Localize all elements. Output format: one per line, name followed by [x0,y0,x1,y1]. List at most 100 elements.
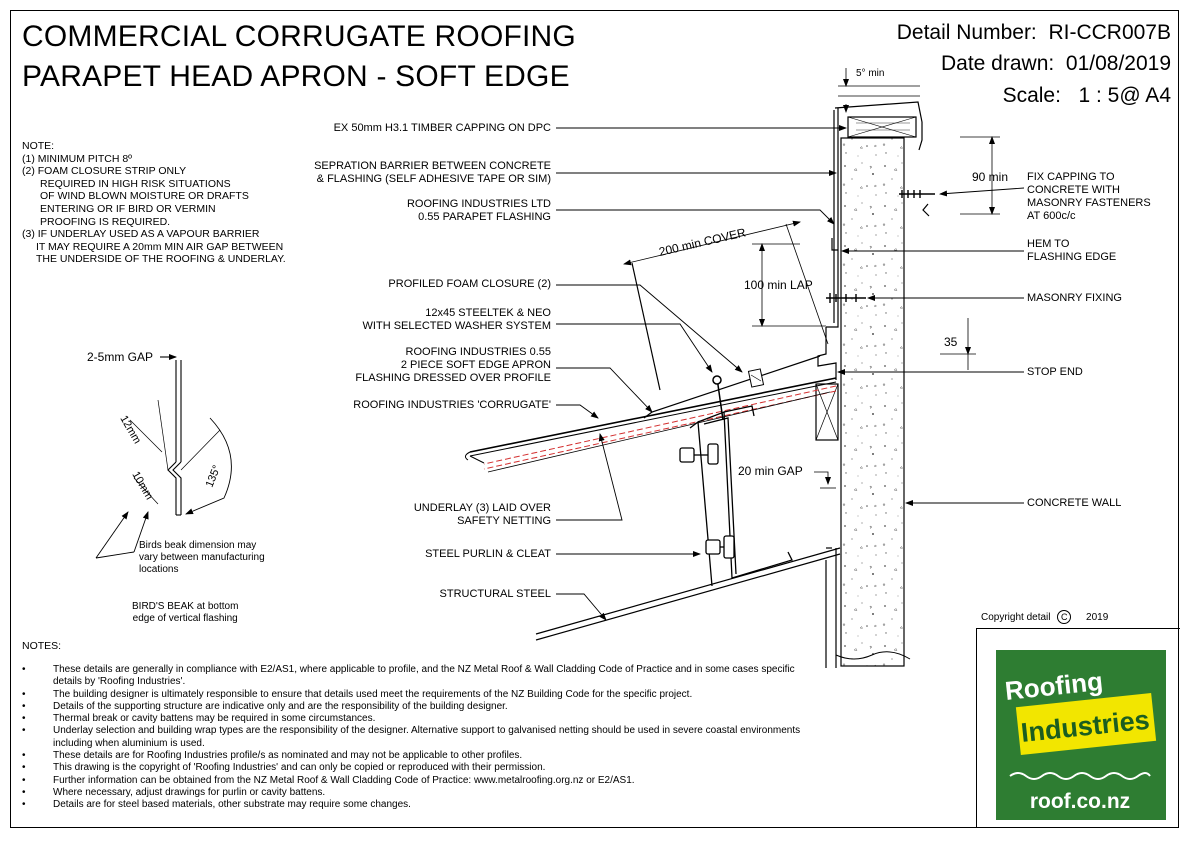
label-separation-barrier-line: & FLASHING (SELF ADHESIVE TAPE OR SIM) [316,173,551,185]
label-soft-edge-apron: ROOFING INDUSTRIES 0.55 2 PIECE SOFT EDG… [355,346,551,385]
label-fix-capping-line: CONCRETE WITH [1027,184,1120,196]
note-line: THE UNDERSIDE OF THE ROOFING & UNDERLAY. [36,253,286,266]
label-fix-capping-line: AT 600c/c [1027,210,1076,222]
logo-url: roof.co.nz [1030,790,1130,813]
note-line: OF WIND BLOWN MOISTURE OR DRAFTS [40,190,249,203]
dim-10mm: 10mm [129,470,155,502]
label-separation-barrier-line: SEPRATION BARRIER BETWEEN CONCRETE [314,160,551,172]
logo-frame [976,628,1180,828]
birds-beak-caption-line: edge of vertical flashing [132,613,238,624]
scale-label: Scale: [1002,84,1061,107]
notes-item: Underlay selection and building wrap typ… [22,725,812,750]
dim-20-gap: 20 min GAP [738,464,803,478]
notes-item: Further information can be obtained from… [22,775,812,788]
date-drawn: Date drawn: 01/08/2019 [941,51,1171,77]
copyright-label: Copyright detail [981,612,1051,623]
note-line: (1) MINIMUM PITCH 8º [22,152,132,165]
birds-beak-caption-line: BIRD'S BEAK at bottom [132,601,239,612]
note-line: REQUIRED IN HIGH RISK SITUATIONS [40,177,231,190]
label-stop-end: STOP END [1027,366,1083,378]
dim-200-cover: 200 min COVER [658,225,748,259]
label-purlin: STEEL PURLIN & CLEAT [425,548,551,560]
label-steeltek: 12x45 STEELTEK & NEO WITH SELECTED WASHE… [363,307,551,333]
notes-item: These details are generally in complianc… [22,664,812,689]
dimension-lines [623,68,1000,489]
label-hem-line: HEM TO [1027,238,1070,250]
label-soft-edge-apron-line: ROOFING INDUSTRIES 0.55 [405,346,551,358]
label-hem: HEM TO FLASHING EDGE [1027,238,1116,264]
scale: Scale: 1 : 5@ A4 [1003,83,1171,109]
detail-number-value: RI-CCR007B [1048,21,1171,44]
note-line: PROOFING IS REQUIRED. [40,215,171,228]
label-steeltek-line: WITH SELECTED WASHER SYSTEM [362,320,551,332]
birds-beak-note-line: vary between manufacturing [139,552,265,563]
dim-2-5-gap: 2-5mm GAP [87,350,154,364]
label-steeltek-line: 12x45 STEELTEK & NEO [425,307,551,319]
label-structural-steel: STRUCTURAL STEEL [439,588,551,600]
notes-item: Details are for steel based materials, o… [22,799,812,812]
notes-item: These details are for Roofing Industries… [22,750,812,763]
apron-flashing [631,262,837,419]
scale-value: 1 : 5@ A4 [1078,84,1171,107]
label-foam-closure: PROFILED FOAM CLOSURE (2) [388,278,551,290]
date-drawn-label: Date drawn: [940,52,1055,75]
copyright-year: 2019 [1086,612,1109,623]
dim-135-degree: 135° [204,464,224,490]
masonry-fixing [826,293,866,303]
note-heading: NOTE: [22,140,55,152]
label-underlay-line: SAFETY NETTING [457,515,551,527]
label-fix-capping-line: FIX CAPPING TO [1027,171,1115,183]
note-line: (2) FOAM CLOSURE STRIP ONLY [22,165,187,178]
label-underlay-line: UNDERLAY (3) LAID OVER [413,502,551,514]
label-timber-capping: EX 50mm H3.1 TIMBER CAPPING ON DPC [333,122,551,134]
label-concrete-wall: CONCRETE WALL [1027,497,1122,509]
detail-number-label: Detail Number: [896,21,1037,44]
detail-number: Detail Number: RI-CCR007B [897,20,1171,46]
leader-lines [556,125,1025,621]
birds-beak-note-line: Birds beak dimension may [139,540,257,551]
masonry-fastener-capping [899,190,935,198]
corrugate-roofing [464,377,837,464]
foam-closure [747,368,765,388]
label-hem-line: FLASHING EDGE [1027,251,1117,263]
notes-item: The building designer is ultimately resp… [22,689,812,702]
roofing-industries-logo: Roofing Industries roof.co.nz [996,650,1166,820]
birds-beak-detail [95,354,232,559]
notes-heading: NOTES: [22,640,62,652]
birds-beak-note: Birds beak dimension may vary between ma… [139,540,265,576]
label-fix-capping-line: MASONRY FASTENERS [1027,197,1151,209]
copyright: Copyright detail C 2019 [981,610,1108,624]
label-parapet-flashing: ROOFING INDUSTRIES LTD 0.55 PARAPET FLAS… [407,198,551,224]
notes-item: Details of the supporting structure are … [22,701,812,714]
title-line-2: PARAPET HEAD APRON - SOFT EDGE [22,60,570,93]
dim-35: 35 [944,335,958,349]
note-line: IT MAY REQUIRE A 20mm MIN AIR GAP BETWEE… [36,240,284,253]
date-drawn-value: 01/08/2019 [1065,52,1171,75]
notes-item: This drawing is the copyright of 'Roofin… [22,762,812,775]
birds-beak-note-line: locations [139,564,179,575]
timber-capping [847,116,917,138]
steel-purlin-cleat [679,405,793,587]
label-soft-edge-apron-line: FLASHING DRESSED OVER PROFILE [355,372,551,384]
note-line: (3) IF UNDERLAY USED AS A VAPOUR BARRIER [22,228,260,241]
structural-steel [535,547,841,668]
label-fix-capping: FIX CAPPING TO CONCRETE WITH MASONRY FAS… [1027,171,1151,223]
label-parapet-flashing-line: ROOFING INDUSTRIES LTD [406,198,551,210]
copyright-symbol: C [1057,610,1072,624]
title-line-1: COMMERCIAL CORRUGATE ROOFING [22,20,576,53]
dim-12mm: 12mm [117,414,143,446]
notes-item: Thermal break or cavity battens may be r… [22,713,812,726]
label-soft-edge-apron-line: 2 PIECE SOFT EDGE APRON [400,359,551,371]
notes-list: These details are generally in complianc… [22,664,812,812]
drawing-frame [10,10,1179,828]
label-masonry-fixing: MASONRY FIXING [1027,292,1122,304]
concrete-wall [835,137,911,667]
label-underlay: UNDERLAY (3) LAID OVER SAFETY NETTING [414,502,551,528]
birds-beak-caption: BIRD'S BEAK at bottom edge of vertical f… [132,601,238,625]
note-line: ENTERING OR IF BIRD OR VERMIN [40,202,216,215]
label-parapet-flashing-line: 0.55 PARAPET FLASHING [418,211,551,223]
notes-item: Where necessary, adjust drawings for pur… [22,787,812,800]
dim-5-degree: 5° min [856,68,885,79]
